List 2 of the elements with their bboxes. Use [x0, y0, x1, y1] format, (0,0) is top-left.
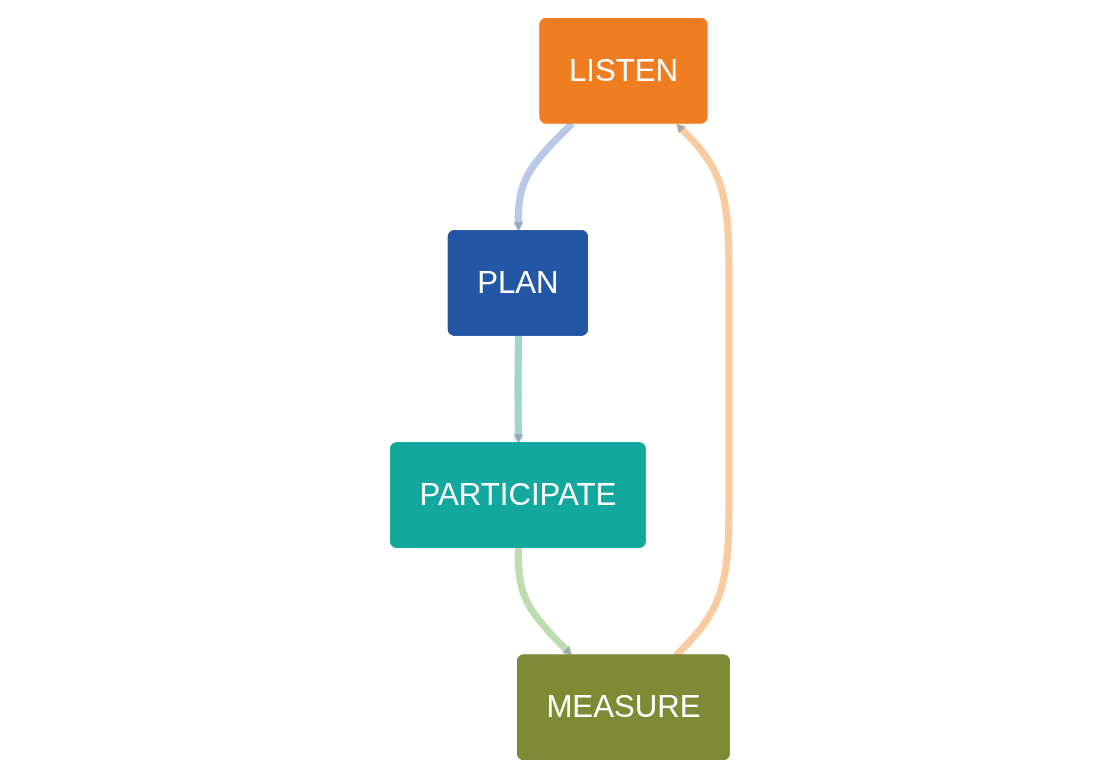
- arrow: [514, 547, 573, 657]
- arrow: [513, 335, 524, 444]
